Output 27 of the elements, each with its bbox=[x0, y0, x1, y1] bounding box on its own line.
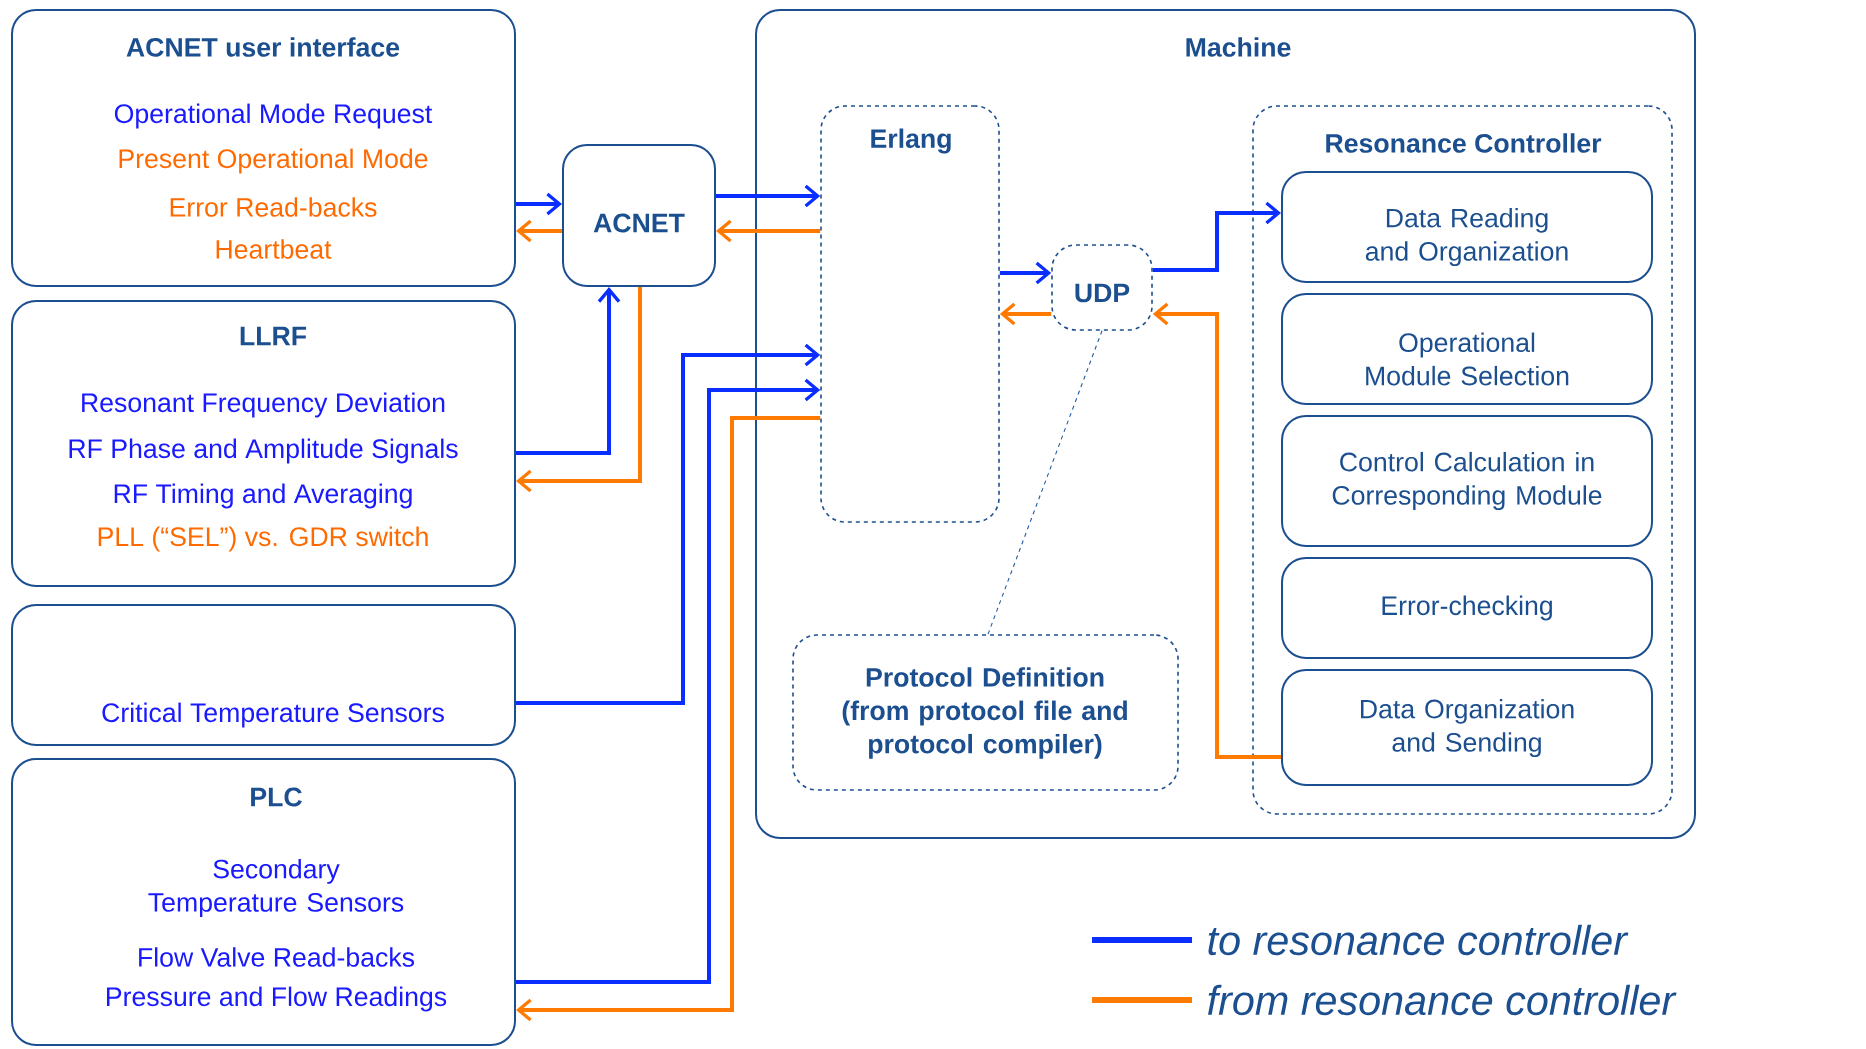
arrow bbox=[716, 184, 821, 208]
legend-text: from resonance controller bbox=[1208, 984, 1677, 1016]
arrow bbox=[999, 261, 1052, 285]
module-box: Control Calculation in Corresponding Module bbox=[1281, 415, 1653, 547]
module-box: Data Organization and Sending bbox=[1281, 669, 1653, 786]
arrow bbox=[999, 302, 1052, 326]
process-box: ACNET bbox=[562, 144, 716, 287]
dashed-box: Protocol Definition (from protocol file and protocol compiler) bbox=[792, 634, 1179, 791]
module-box: Operational Module Selection bbox=[1281, 293, 1653, 405]
leader-line bbox=[987, 330, 1103, 635]
legend-text: to resonance controller bbox=[1208, 924, 1629, 956]
panel-box: LLRF Resonant Frequency Deviation RF Phase and Amplitude Signals RF Timing and Averaging PLL (“SEL”) vs. GDR switch bbox=[11, 300, 516, 587]
arrow bbox=[516, 343, 821, 705]
module-box: Data Reading and Organization bbox=[1281, 171, 1653, 283]
panel-box: PLC Secondary Temperature Sensors Flow Valve Read-backs Pressure and Flow Readings bbox=[11, 758, 516, 1046]
arrow bbox=[516, 287, 642, 493]
dashed-box: UDP bbox=[1051, 244, 1153, 331]
module-box: Error-checking bbox=[1281, 557, 1653, 659]
arrow bbox=[516, 219, 562, 243]
arrow bbox=[716, 219, 821, 243]
panel-box: ACNET user interface Operational Mode Request Present Operational Mode Error Read-backs Heartbeat bbox=[11, 9, 516, 287]
arrow bbox=[1152, 302, 1281, 759]
panel-box: Critical Temperature Sensors bbox=[11, 604, 516, 746]
arrow bbox=[516, 287, 621, 455]
arrow bbox=[516, 192, 562, 216]
arrow bbox=[1152, 201, 1281, 272]
dashed-box: Erlang bbox=[820, 105, 1000, 523]
